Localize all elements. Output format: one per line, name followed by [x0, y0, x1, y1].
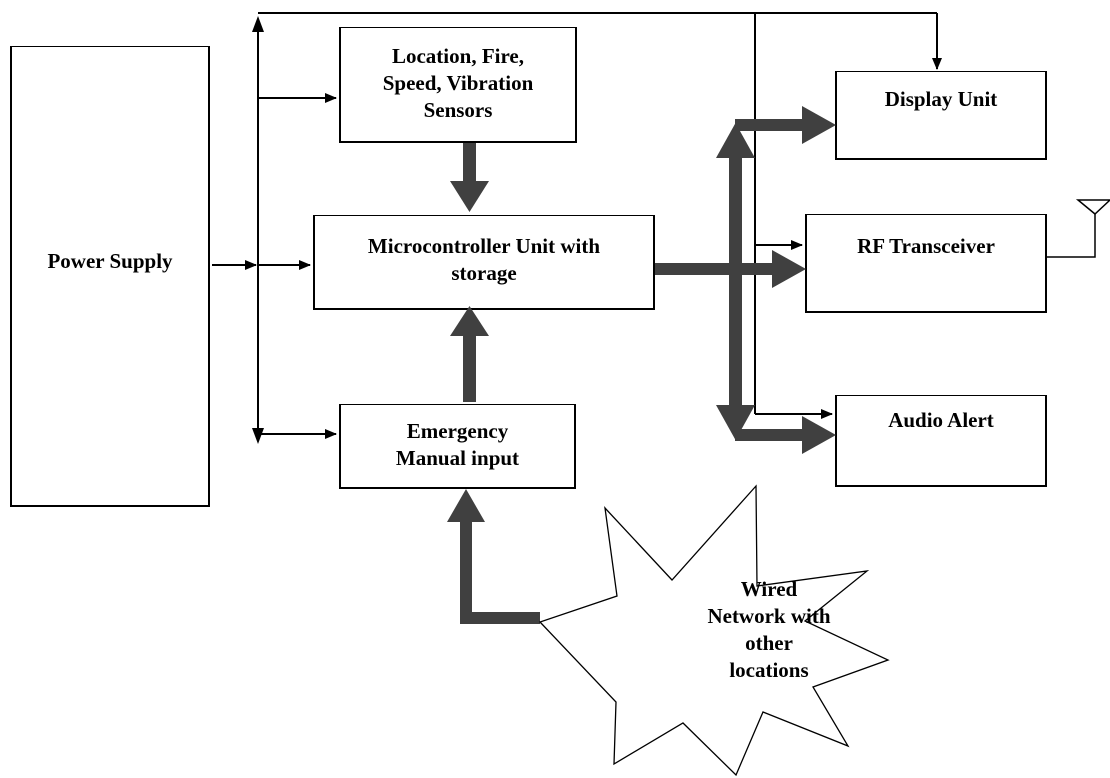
rf-transceiver-box — [805, 214, 1047, 313]
emergency-to-mcu-arrowhead-icon — [450, 306, 489, 336]
emergency-label-line-2: Manual input — [395, 446, 520, 470]
bus-to-display-arrowhead-icon — [802, 106, 836, 144]
sensors-box — [339, 27, 577, 143]
network-to-emergency-vertical — [460, 518, 472, 624]
mcu-to-rf-arrowhead-icon — [772, 250, 806, 288]
sensors-to-mcu-shaft — [463, 143, 476, 183]
network-label-line-3: other — [745, 631, 793, 655]
mcu-box — [313, 215, 655, 310]
mcu-label-line-2: storage — [451, 261, 517, 285]
network-label-line-1: Wired — [740, 577, 798, 601]
sensors-label: Location, Fire, Speed, Vibration Sensors — [340, 43, 576, 124]
sensors-label-line-3: Sensors — [423, 98, 493, 122]
emergency-label: Emergency Manual input — [341, 418, 574, 472]
emergency-label-line-1: Emergency — [406, 419, 509, 443]
network-starburst — [538, 484, 890, 777]
left-bus-bottom-arrow-icon — [252, 428, 264, 444]
display-unit-label: Display Unit — [884, 87, 998, 111]
network-to-emergency-arrowhead-icon — [447, 489, 485, 522]
audio-alert-label: Audio Alert — [888, 408, 994, 432]
bus-to-display-shaft — [735, 119, 807, 131]
antenna-feed-line — [1047, 214, 1096, 258]
bus-to-audio-shaft — [735, 429, 807, 441]
antenna-icon — [1075, 199, 1110, 215]
network-to-emergency-horizontal — [460, 612, 540, 624]
emergency-box — [339, 404, 576, 489]
rf-transceiver-label: RF Transceiver — [857, 234, 995, 258]
output-bus-top-arrow-icon — [716, 123, 755, 158]
sensors-to-mcu-arrowhead-icon — [450, 181, 489, 212]
display-unit-box — [835, 71, 1047, 160]
left-bus-top-arrow-icon — [252, 16, 264, 32]
sensors-label-line-1: Location, Fire, — [391, 44, 524, 68]
mcu-to-rf-shaft — [655, 263, 775, 275]
network-label-line-4: locations — [729, 658, 809, 682]
network-label-line-2: Network with — [707, 604, 831, 628]
output-bus-shaft — [729, 155, 742, 425]
audio-alert-box — [835, 395, 1047, 487]
power-supply-box — [10, 46, 210, 507]
sensors-label-line-2: Speed, Vibration — [382, 71, 534, 95]
mcu-label: Microcontroller Unit with storage — [315, 233, 653, 287]
bus-to-audio-arrowhead-icon — [802, 416, 836, 454]
network-label: Wired Network with other locations — [655, 576, 883, 684]
mcu-label-line-1: Microcontroller Unit with — [367, 234, 601, 258]
output-bus-bottom-arrow-icon — [716, 405, 755, 440]
power-supply-label: Power Supply — [47, 249, 173, 273]
emergency-to-mcu-shaft — [463, 334, 476, 402]
